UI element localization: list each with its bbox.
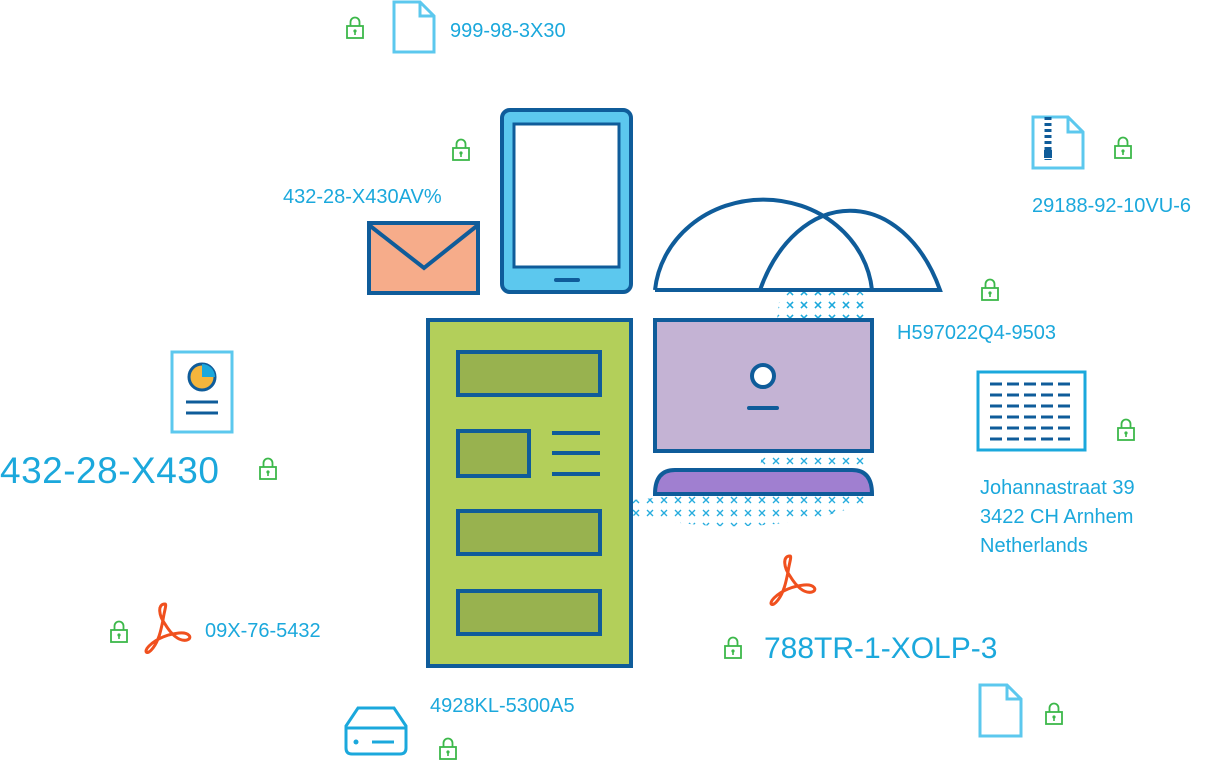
address-line-2: 3422 CH Arnhem bbox=[980, 506, 1134, 528]
lock-icon bbox=[110, 620, 128, 643]
lock-icon bbox=[452, 138, 470, 161]
address-block: Johannastraat 39 3422 CH Arnhem Netherla… bbox=[980, 474, 1135, 561]
zip-file-icon bbox=[1031, 115, 1085, 170]
lock-icon bbox=[346, 16, 364, 39]
lock-icon bbox=[439, 737, 457, 760]
spreadsheet-icon bbox=[976, 370, 1087, 452]
lock-icon bbox=[1045, 702, 1063, 725]
pdf-icon-right bbox=[769, 554, 817, 606]
pdf-right-code-label: 788TR-1-XOLP-3 bbox=[764, 632, 998, 665]
server-icon bbox=[426, 318, 633, 668]
tablet-icon bbox=[500, 108, 633, 294]
zip-code-label: 29188-92-10VU-6 bbox=[1032, 195, 1191, 217]
hard-drive-icon bbox=[344, 706, 408, 756]
ssn-label: 999-98-3X30 bbox=[450, 20, 566, 42]
document-icon-bottom bbox=[978, 683, 1023, 738]
monitor-icon bbox=[652, 318, 875, 496]
email-icon bbox=[367, 221, 480, 295]
document-icon bbox=[392, 0, 436, 54]
report-code-label: 432-28-X430 bbox=[0, 450, 220, 491]
lock-icon bbox=[1117, 418, 1135, 441]
lock-icon bbox=[259, 457, 277, 480]
cloud-code-label: H597022Q4-9503 bbox=[897, 322, 1057, 344]
pdf-left-code-label: 09X-76-5432 bbox=[205, 620, 321, 642]
lock-icon bbox=[981, 278, 999, 301]
pdf-icon bbox=[144, 602, 192, 654]
address-line-1: Johannastraat 39 bbox=[980, 477, 1135, 499]
cloud-icon bbox=[653, 197, 943, 292]
lock-icon bbox=[1114, 136, 1132, 159]
server-code-label: 4928KL-5300A5 bbox=[430, 695, 575, 717]
email-code-label: 432-28-X430AV% bbox=[283, 186, 442, 208]
lock-icon bbox=[724, 636, 742, 659]
address-line-3: Netherlands bbox=[980, 535, 1088, 557]
report-icon bbox=[170, 350, 234, 434]
